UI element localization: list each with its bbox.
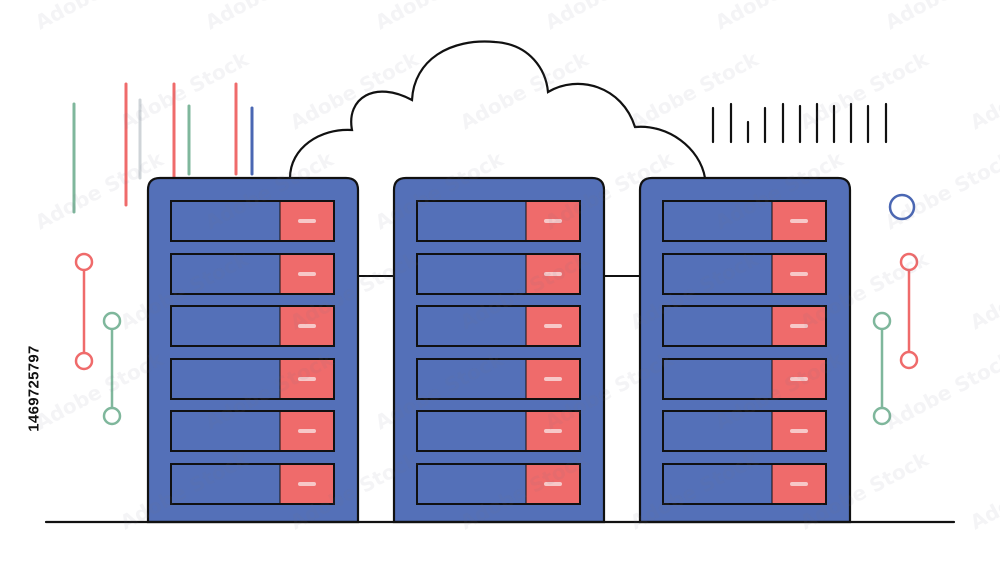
drive-slot — [790, 377, 808, 381]
watermark-text: Adobe Stock — [201, 0, 338, 34]
drive-slot — [790, 429, 808, 433]
drive-slot — [544, 429, 562, 433]
server-unit — [662, 410, 827, 452]
drive-slot — [298, 272, 316, 276]
drive-slot — [544, 482, 562, 486]
watermark-text: Adobe Stock — [711, 0, 848, 34]
circuit-connector-icon — [872, 311, 892, 426]
drive-slot — [544, 324, 562, 328]
server-unit — [416, 410, 581, 452]
server-unit — [662, 253, 827, 295]
server-unit — [416, 358, 581, 400]
server-rack-icon — [638, 176, 852, 524]
ring-icon — [888, 193, 916, 221]
cloud-icon — [288, 40, 707, 180]
server-unit — [170, 358, 335, 400]
drive-slot — [790, 482, 808, 486]
drive-slot — [298, 377, 316, 381]
data-streaks-icon — [72, 82, 254, 214]
drive-slot — [298, 429, 316, 433]
server-unit — [662, 358, 827, 400]
watermark-text: Adobe Stock — [456, 47, 593, 135]
watermark-text: Adobe Stock — [116, 47, 253, 135]
watermark-text: Adobe Stock — [966, 47, 1000, 135]
watermark-text: Adobe Stock — [371, 0, 508, 34]
drive-slot — [790, 219, 808, 223]
circuit-connector-icon — [74, 252, 94, 371]
watermark-text: Adobe Stock — [966, 247, 1000, 335]
server-unit — [416, 305, 581, 347]
server-unit — [416, 200, 581, 242]
watermark-text: Adobe Stock — [881, 147, 1000, 235]
server-rack-icon — [392, 176, 606, 524]
watermark-text: Adobe Stock — [881, 0, 1000, 34]
watermark-text: Adobe Stock — [541, 0, 678, 34]
drive-slot — [298, 482, 316, 486]
drive-slot — [790, 272, 808, 276]
server-unit — [416, 463, 581, 505]
server-unit — [662, 305, 827, 347]
server-unit — [170, 200, 335, 242]
circuit-connector-icon — [899, 252, 919, 370]
server-unit — [170, 253, 335, 295]
circuit-connector-icon — [102, 311, 122, 426]
drive-slot — [544, 272, 562, 276]
drive-slot — [298, 324, 316, 328]
drive-slot — [790, 324, 808, 328]
drive-slot — [544, 377, 562, 381]
watermark-text: Adobe Stock — [286, 47, 423, 135]
watermark-text: Adobe Stock — [796, 47, 933, 135]
drive-slot — [544, 219, 562, 223]
server-unit — [170, 463, 335, 505]
watermark-text: Adobe Stock — [966, 447, 1000, 535]
watermark-text: Adobe Stock — [881, 347, 1000, 435]
server-unit — [416, 253, 581, 295]
watermark-text: Adobe Stock — [626, 47, 763, 135]
barcode-lines-icon — [711, 102, 888, 144]
drive-slot — [298, 219, 316, 223]
image-id-label: 1469725797 — [24, 318, 44, 458]
server-racks — [146, 176, 852, 524]
server-unit — [170, 305, 335, 347]
server-rack-icon — [146, 176, 360, 524]
server-unit — [662, 200, 827, 242]
image-id-text: 1469725797 — [25, 344, 43, 432]
watermark-text: Adobe Stock — [31, 0, 168, 34]
server-unit — [170, 410, 335, 452]
server-unit — [662, 463, 827, 505]
